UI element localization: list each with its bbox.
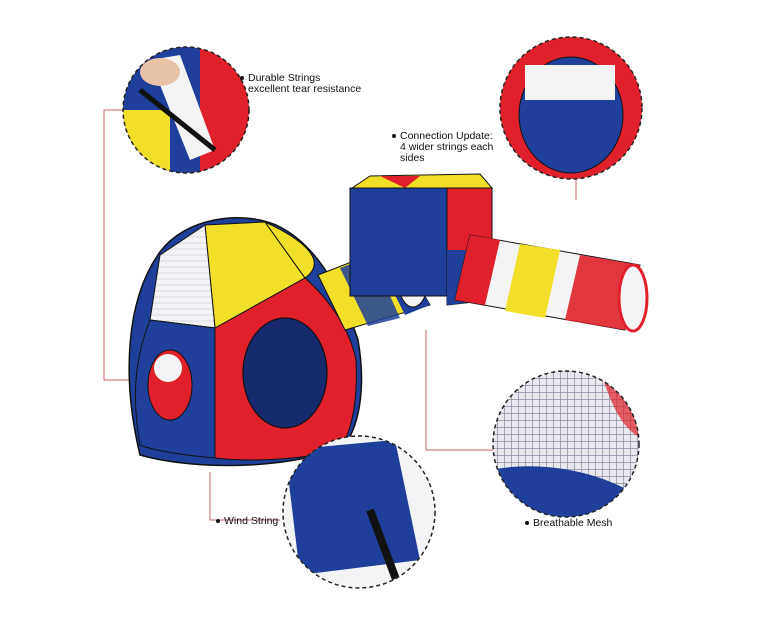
zoom-connection bbox=[499, 36, 643, 180]
dome-tent bbox=[128, 217, 363, 467]
callout-line1: Connection Update: bbox=[400, 130, 493, 142]
bullet-icon bbox=[392, 134, 396, 139]
zoom-breathable-mesh bbox=[492, 370, 640, 518]
callout-subtitle: excellent tear resistance bbox=[248, 83, 362, 95]
callout-connection-update: Connection Update: 4 wider strings each … bbox=[392, 131, 493, 164]
callout-title: Durable Strings bbox=[248, 72, 321, 84]
zoom-durable-strings bbox=[122, 46, 250, 174]
callout-line2: 4 wider strings each bbox=[400, 141, 494, 153]
zoom-wind-string bbox=[282, 435, 436, 589]
callout-line3: sides bbox=[400, 152, 425, 164]
callout-title: Breathable Mesh bbox=[533, 517, 613, 529]
callout-breathable-mesh: Breathable Mesh bbox=[525, 518, 612, 529]
callout-durable-strings: Durable Strings excellent tear resistanc… bbox=[240, 73, 361, 95]
callout-wind-string: Wind String bbox=[216, 516, 278, 527]
bullet-icon bbox=[216, 519, 220, 524]
bullet-icon bbox=[525, 521, 529, 526]
bullet-icon bbox=[240, 76, 244, 81]
tunnel-long bbox=[454, 234, 649, 333]
callout-title: Wind String bbox=[224, 515, 279, 527]
